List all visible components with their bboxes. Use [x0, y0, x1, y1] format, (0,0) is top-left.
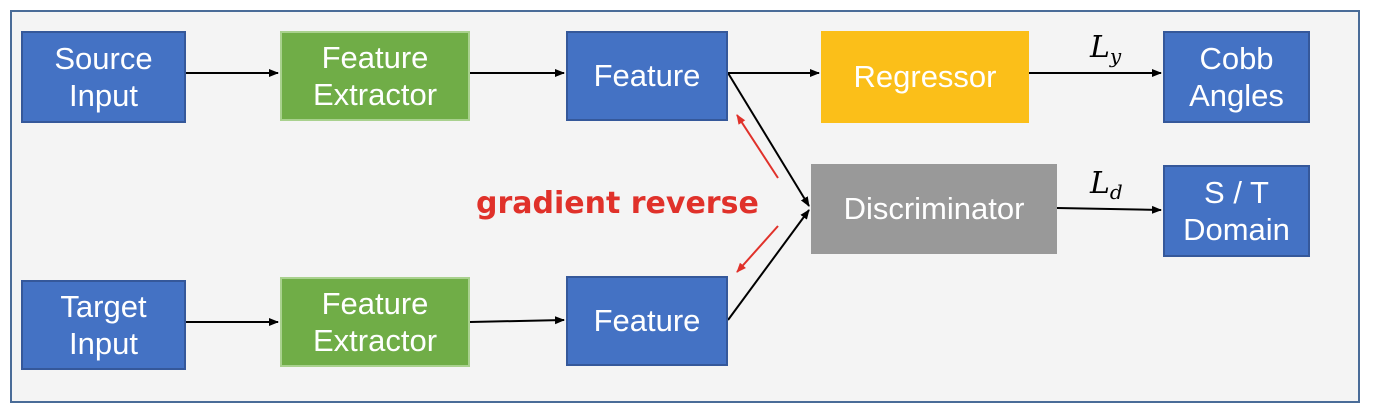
arrow-feature-bottom-to-discriminator [727, 209, 810, 321]
loss-y-label: Ly [1090, 30, 1121, 68]
feature-extractor-top-box: Feature Extractor [280, 31, 470, 121]
cobb-angles-box: Cobb Angles [1163, 31, 1310, 123]
arrow-extractor-to-feature-bottom [469, 316, 565, 325]
feature-top-box: Feature [566, 31, 728, 121]
discriminator-box: Discriminator [811, 164, 1057, 254]
gradient-reverse-arrow-up [736, 114, 779, 179]
gradient-reverse-arrow-down [736, 225, 779, 273]
regressor-box: Regressor [821, 31, 1029, 123]
loss-y-base: L [1090, 30, 1110, 65]
loss-y-subscript: y [1109, 44, 1122, 68]
st-domain-box: S / T Domain [1163, 165, 1310, 257]
feature-extractor-bottom-box: Feature Extractor [280, 277, 470, 367]
arrow-discriminator-to-domain [1056, 205, 1162, 214]
gradient-reverse-label: gradient reverse [476, 186, 759, 221]
loss-d-subscript: d [1109, 180, 1123, 204]
loss-d-label: Ld [1090, 166, 1123, 204]
loss-d-base: L [1090, 166, 1110, 201]
source-input-box: Source Input [21, 31, 186, 123]
arrow-feature-top-to-discriminator [727, 72, 810, 207]
feature-bottom-box: Feature [566, 276, 728, 366]
target-input-box: Target Input [21, 280, 186, 370]
